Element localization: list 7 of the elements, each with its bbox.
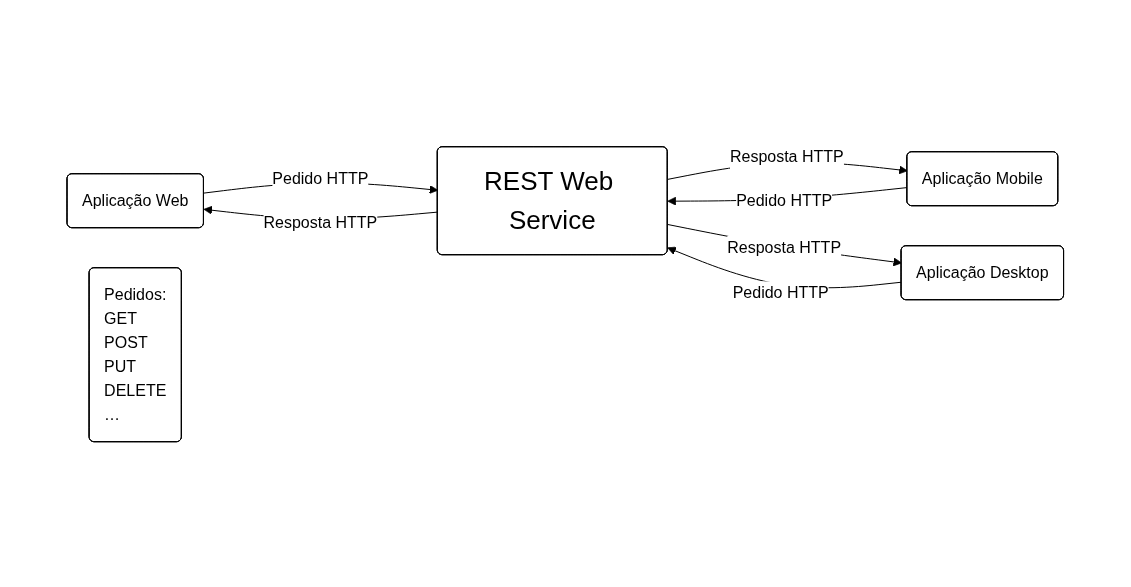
arrow [667,224,903,267]
edge-label: Pedido HTTP [736,191,833,209]
edge-label: Resposta HTTP [727,238,842,256]
edge-label: Pedido HTTP [272,169,369,187]
edge-label: Resposta HTTP [730,148,844,166]
edge-label: Pedido HTTP [732,284,829,302]
edge-label: Resposta HTTP [263,213,378,231]
